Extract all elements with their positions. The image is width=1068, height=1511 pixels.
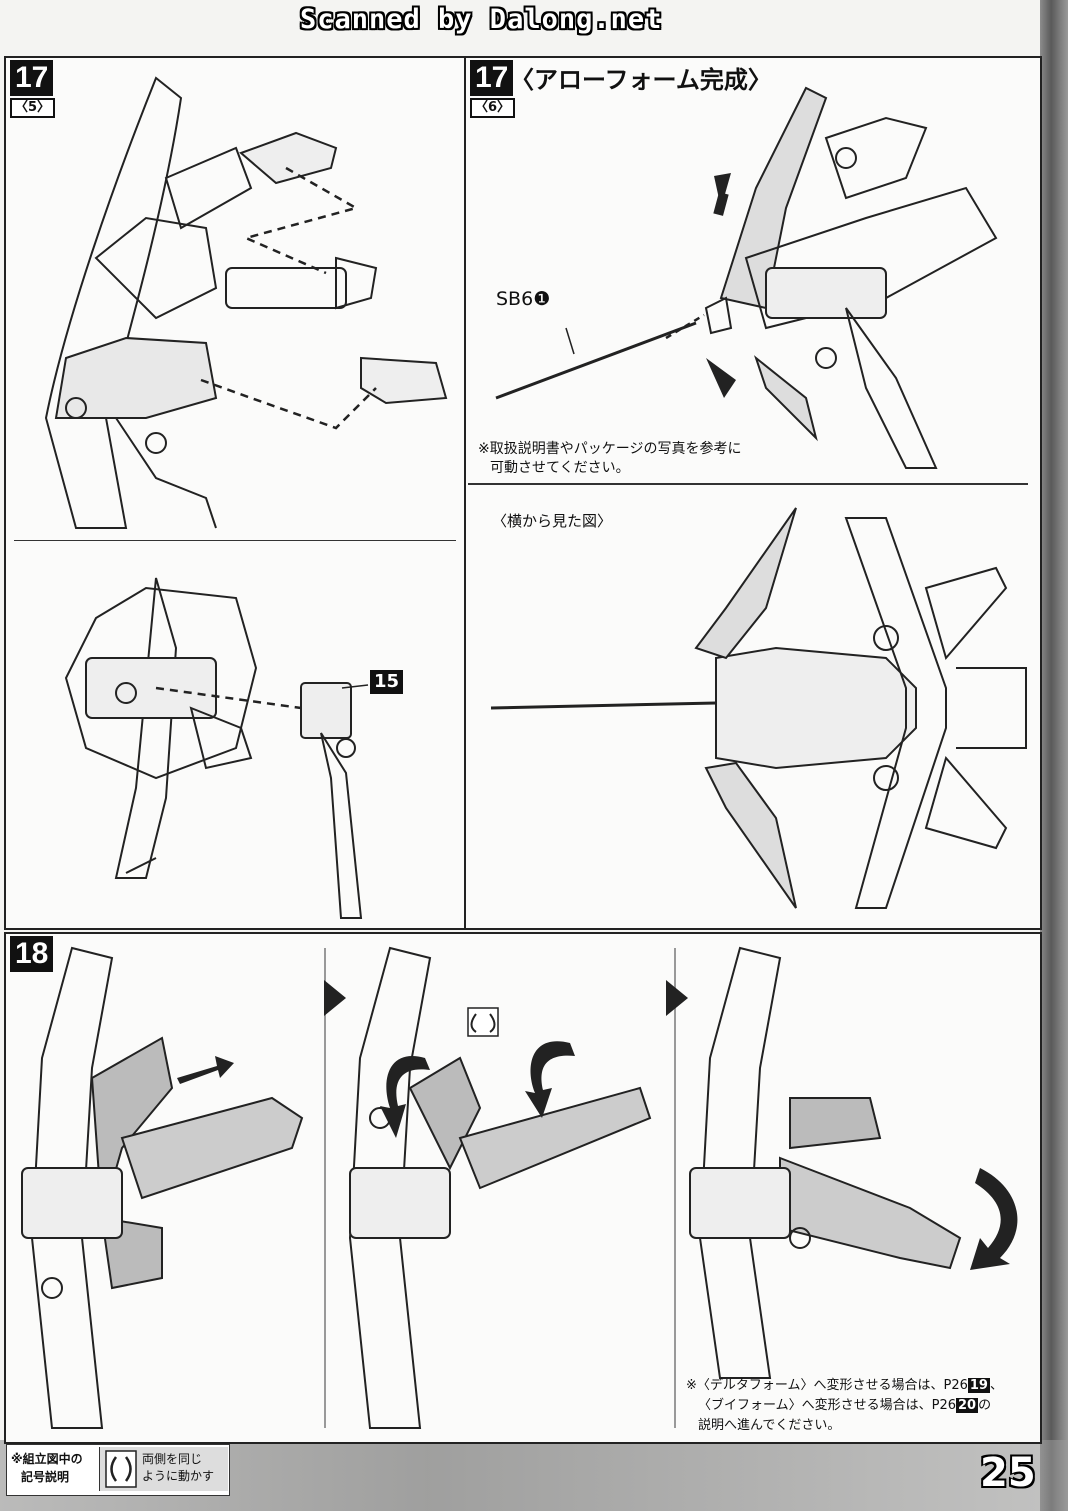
step-number: 17 <box>10 60 54 96</box>
page-edge-right <box>1040 0 1068 1511</box>
panel-step17-5: 17 〈5〉 <box>4 56 466 930</box>
side-view-heading: 〈横から見た図〉 <box>492 512 613 530</box>
illustration-18-stage1 <box>21 946 304 1429</box>
step-number: 18 <box>10 936 54 972</box>
panel-divider <box>14 540 456 541</box>
illustration-18-stage2 <box>348 946 652 1429</box>
part-code: SB6 <box>496 288 534 310</box>
step18-note-line3: 説明へ進んでください。 <box>698 1418 841 1433</box>
page-ref-19: 19 <box>967 1378 990 1393</box>
step-title: 〈アローフォーム完成〉 <box>510 66 772 94</box>
legend-heading-line1: ※組立図中の <box>11 1452 83 1466</box>
panel-step17-6: 17 〈6〉 〈アローフォーム完成〉 SB6❶ ※取扱説明書やパッケージの写真を… <box>464 56 1042 930</box>
caution-note-line1: ※取扱説明書やパッケージの写真を参考に <box>478 441 742 457</box>
symbol-legend: ※組立図中の 記号説明 両側を同じ ように動かす <box>6 1444 230 1496</box>
mirror-move-icon <box>105 1450 137 1488</box>
sub-step-number: 〈6〉 <box>470 98 516 118</box>
scan-banner: Scanned by Dalong.net <box>300 4 663 35</box>
panel-step18: 18 <box>4 932 1042 1444</box>
part-number-badge: 15 <box>370 670 404 694</box>
column-divider-2 <box>674 948 676 1428</box>
flow-arrow-1 <box>324 980 346 1016</box>
flow-arrow-2 <box>666 980 688 1016</box>
legend-description: 両側を同じ ように動かす <box>142 1451 214 1485</box>
note-text: ※〈デルタフォーム〉へ変形させる場合は、P26 <box>686 1378 968 1393</box>
panel-divider <box>468 483 1028 485</box>
column-divider-1 <box>324 948 326 1428</box>
page-number: 25 <box>980 1450 1036 1496</box>
sub-step-number: 〈5〉 <box>10 98 56 118</box>
caution-note-line2: 可動させてください。 <box>490 460 630 476</box>
legend-symbol-box: 両側を同じ ように動かす <box>99 1447 228 1491</box>
illustration-side-view <box>490 507 1027 909</box>
note-text: 〈ブイフォーム〉へ変形させる場合は、P26 <box>698 1398 956 1413</box>
caution-note: ※取扱説明書やパッケージの写真を参考に 可動させてください。 <box>478 440 741 478</box>
part-code-label: SB6❶ <box>496 288 550 310</box>
legend-description-line1: 両側を同じ <box>142 1452 203 1466</box>
legend-heading-line2: 記号説明 <box>21 1470 70 1484</box>
step-number: 17 <box>470 60 514 96</box>
illustration-18-stage3 <box>689 946 1018 1379</box>
illustration-wing-assembly <box>44 76 448 529</box>
page-ref-20: 20 <box>956 1398 979 1413</box>
legend-description-line2: ように動かす <box>142 1469 215 1483</box>
illustration-arrow-form <box>495 86 998 469</box>
note-text: の <box>978 1398 992 1413</box>
illustration-stand-attach <box>64 577 369 919</box>
part-mark: ❶ <box>533 288 551 310</box>
note-text: 、 <box>989 1378 1003 1393</box>
legend-heading: ※組立図中の 記号説明 <box>11 1450 83 1486</box>
